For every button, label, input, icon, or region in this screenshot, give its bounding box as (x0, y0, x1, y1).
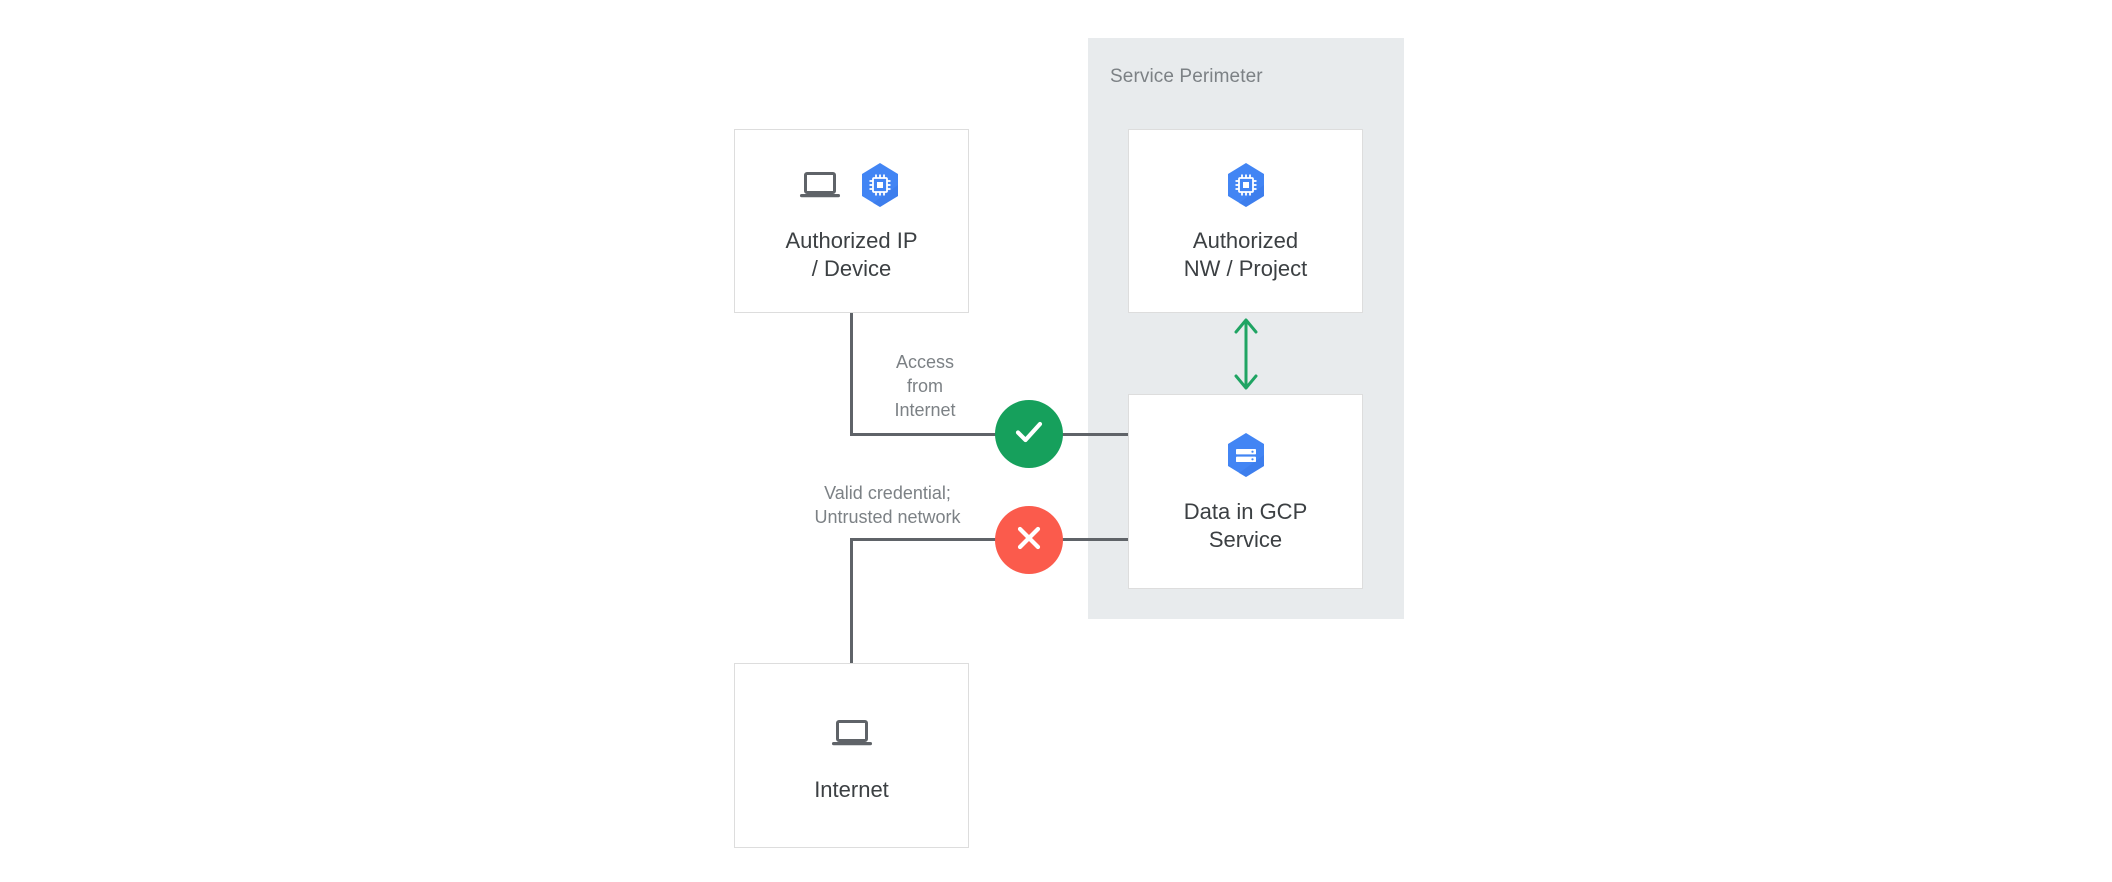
cross-icon (1010, 519, 1048, 562)
wire-deny-left (850, 538, 997, 663)
node-icon-group (799, 159, 905, 215)
node-label: Data in GCP Service (1183, 498, 1308, 552)
laptop-icon (831, 717, 873, 754)
edge-label-access-from-internet: Access from Internet (894, 352, 956, 420)
node-icon-group (1221, 159, 1271, 215)
node-label: Internet (814, 776, 889, 802)
status-badge-allowed[interactable] (995, 400, 1063, 468)
edge-label-valid-credential-untrusted-network: Valid credential; Untrusted network (814, 483, 961, 527)
node-icon-group (831, 708, 873, 764)
service-perimeter-label: Service Perimeter (1110, 66, 1263, 87)
status-badge-denied[interactable] (995, 506, 1063, 574)
node-authorized-ip-device[interactable]: Authorized IP / Device (734, 129, 969, 313)
node-label: Authorized IP / Device (785, 228, 918, 281)
data-storage-hexagon-icon (1221, 430, 1271, 485)
node-internet[interactable]: Internet (734, 663, 969, 848)
node-authorized-nw-project[interactable]: Authorized NW / Project (1128, 129, 1363, 313)
laptop-icon (799, 169, 841, 206)
compute-chip-hexagon-icon (1221, 160, 1271, 215)
node-label: Authorized NW / Project (1183, 228, 1308, 281)
node-data-in-gcp-service[interactable]: Data in GCP Service (1128, 394, 1363, 589)
node-icon-group (1221, 430, 1271, 486)
check-icon (1010, 413, 1048, 456)
compute-chip-hexagon-icon (855, 160, 905, 215)
